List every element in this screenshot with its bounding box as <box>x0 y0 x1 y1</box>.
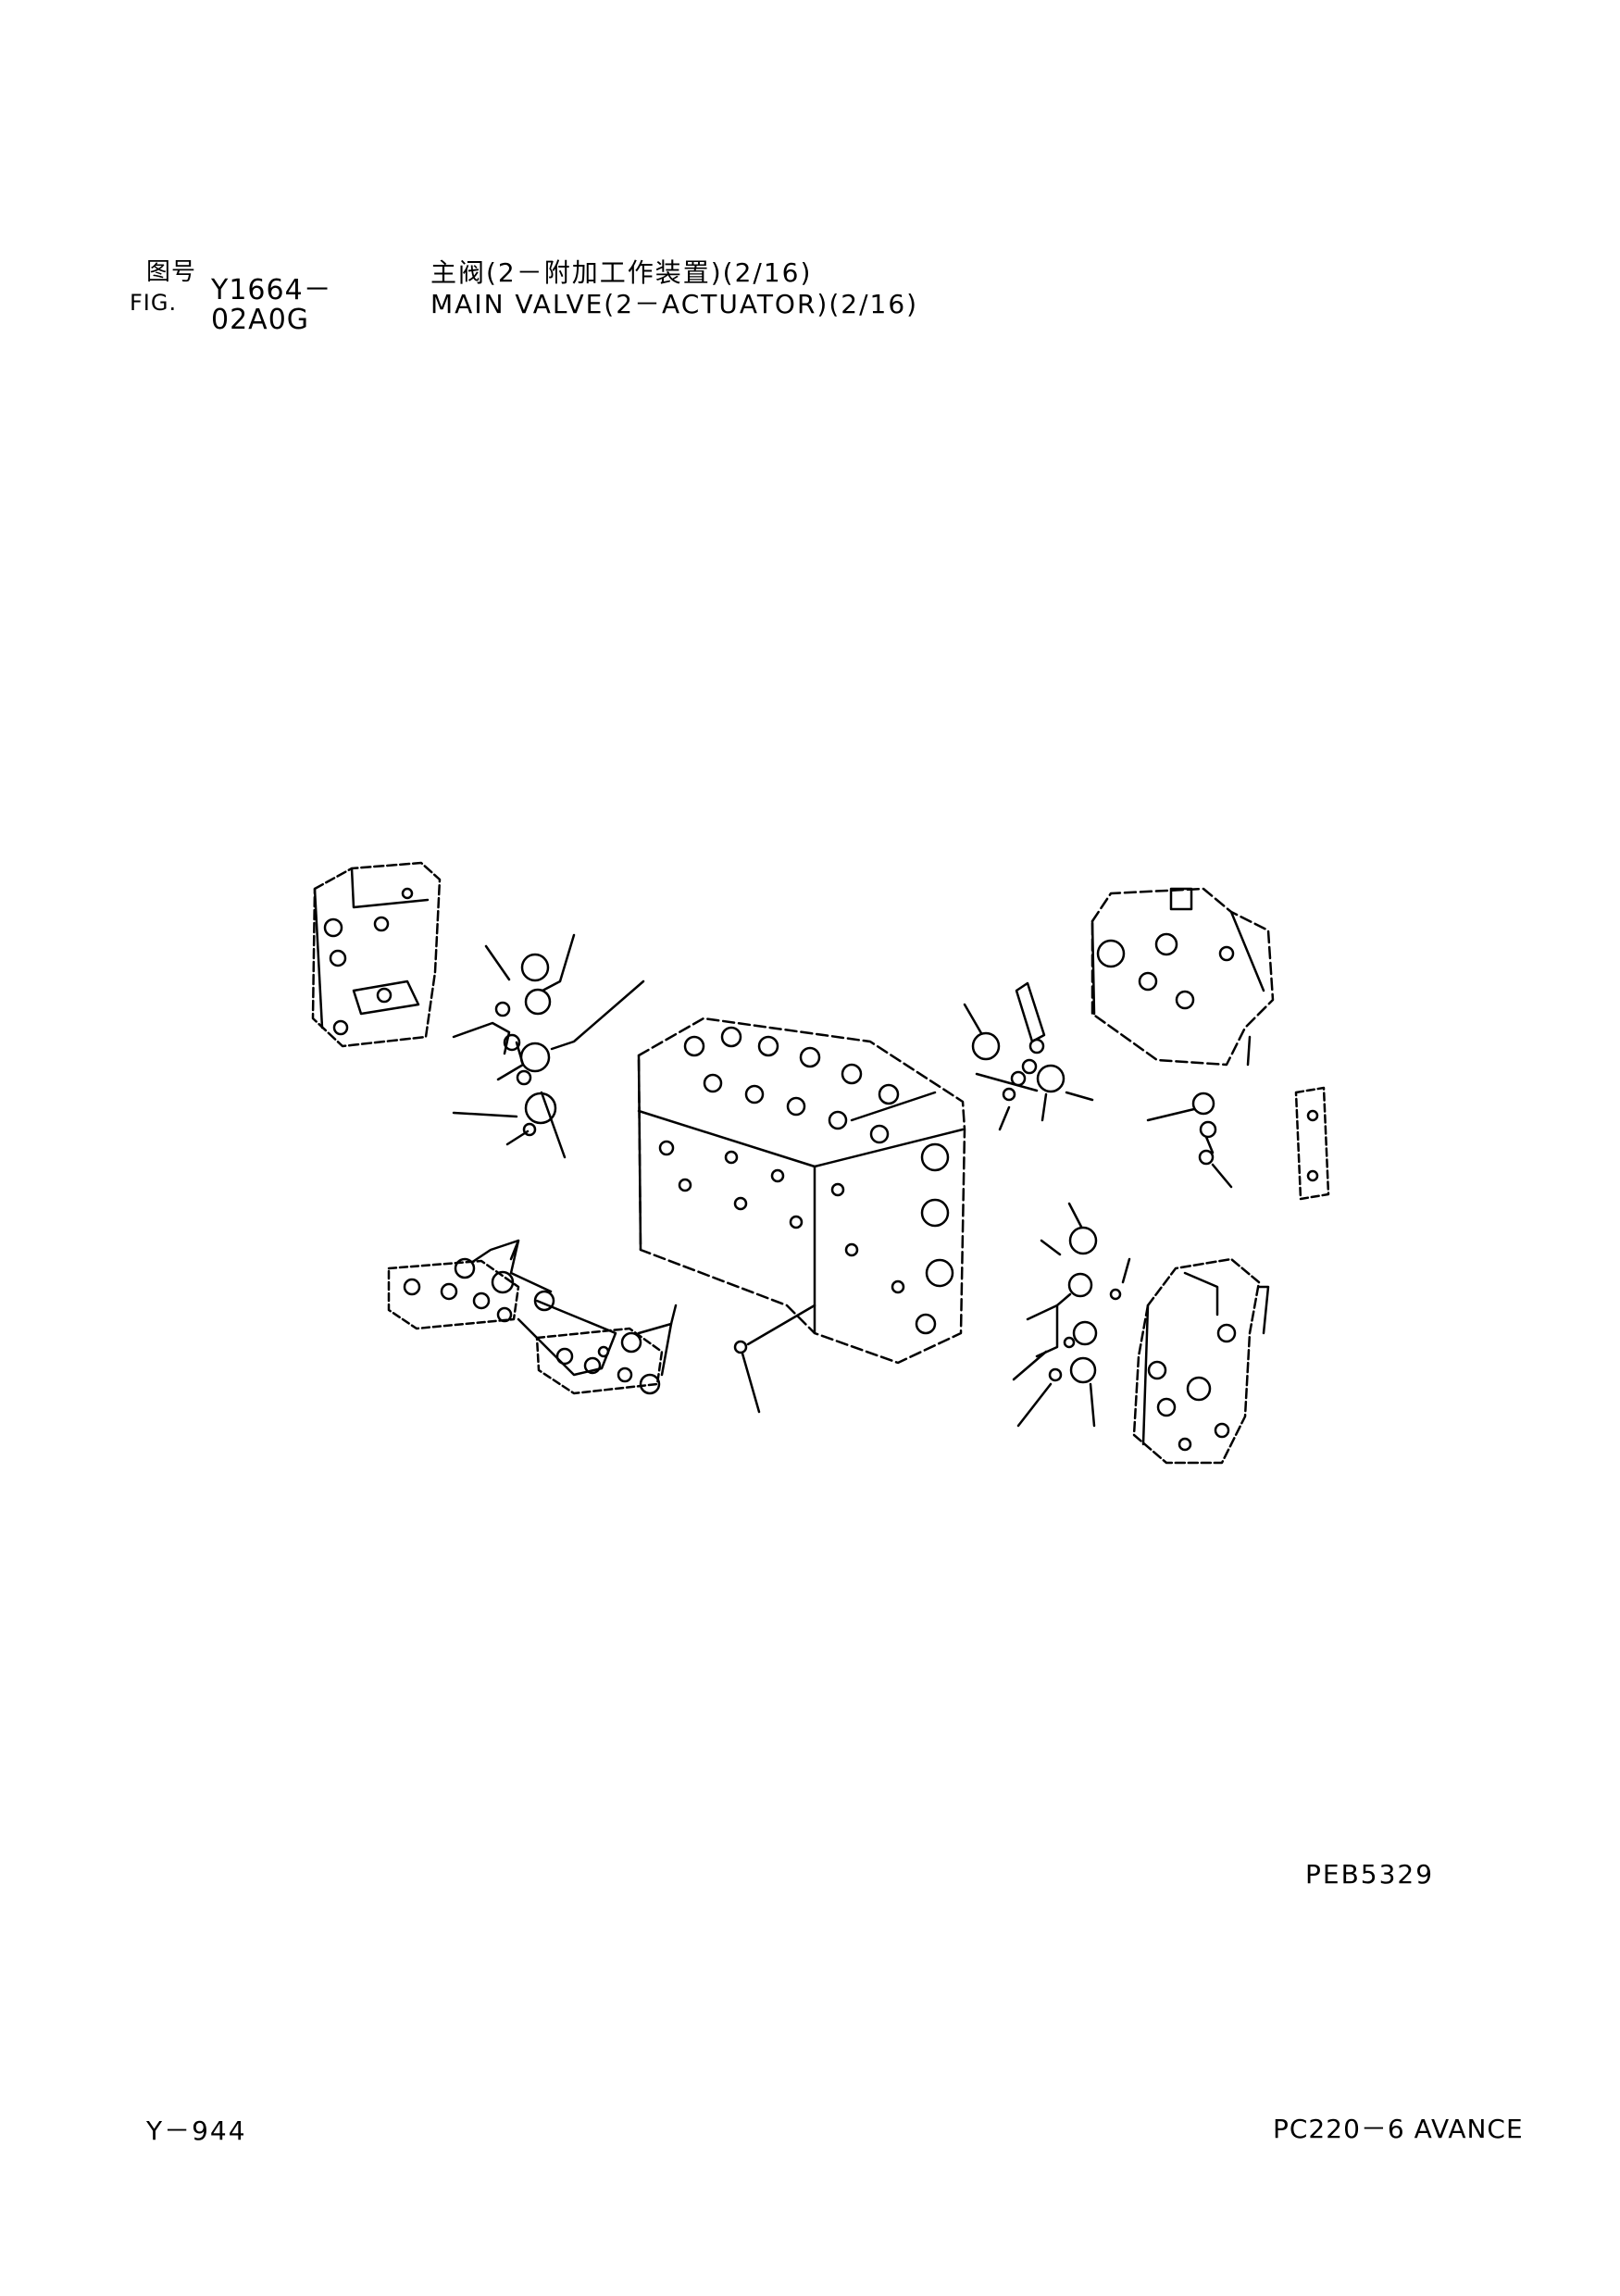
lower-left-o-rings <box>454 1239 678 1395</box>
drawing-reference-code: PEB5329 <box>1305 1859 1435 1890</box>
machine-model: PC220－6 AVANCE <box>1273 2114 1524 2144</box>
lower-right-valve-section <box>1132 1257 1270 1465</box>
figure-title-cn: 主阀(2－附加工作装置)(2/16) <box>430 257 813 288</box>
left-o-rings <box>452 933 645 1159</box>
figure-label-block: 图号 FIG. Y1664－02A0G <box>130 257 426 335</box>
figure-number: Y1664－02A0G <box>211 274 332 336</box>
lower-right-o-rings <box>1012 1202 1131 1428</box>
right-plate-o-rings <box>1146 1092 1233 1189</box>
figure-title-en: MAIN VALVE(2－ACTUATOR)(2/16) <box>430 289 919 319</box>
main-valve-body <box>637 1017 966 1365</box>
figure-label-cn: 图号 <box>146 258 197 286</box>
lower-left-blocks <box>387 1259 664 1395</box>
main-valve-exploded-view <box>311 861 1330 1465</box>
figure-title-block: 主阀(2－附加工作装置)(2/16) MAIN VALVE(2－ACTUATOR… <box>430 257 1032 322</box>
figure-header: 图号 FIG. Y1664－02A0G 主阀(2－附加工作装置)(2/16) M… <box>130 257 1055 335</box>
right-top-o-rings <box>963 981 1094 1131</box>
right-valve-section <box>1090 887 1330 1201</box>
page-number: Y－944 <box>146 2115 247 2146</box>
body-front-o-ring <box>733 1304 816 1414</box>
figure-label-en: FIG. <box>130 290 178 316</box>
exploded-parts-drawing <box>296 852 1333 1555</box>
left-valve-section <box>311 861 442 1048</box>
